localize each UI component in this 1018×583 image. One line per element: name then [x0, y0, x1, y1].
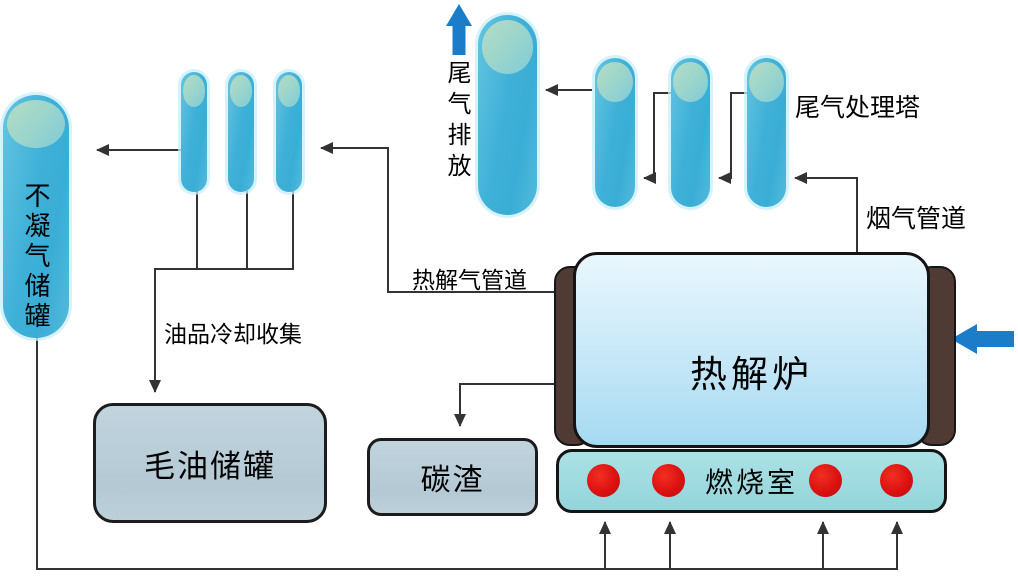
non-condensable-gas-tank — [3, 95, 69, 338]
crude-oil-tank-label: 毛油储罐 — [144, 448, 276, 485]
combustion-chamber-label: 燃烧室 — [704, 466, 798, 499]
furnace-feed-arrow-icon — [951, 324, 1014, 354]
burner-icon — [587, 464, 620, 497]
carbon-residue-label: 碳渣 — [420, 463, 485, 498]
burner-icon — [880, 464, 913, 497]
crude-oil-tank-box: 毛油储罐 — [93, 403, 327, 523]
treatment-column-2 — [671, 58, 710, 207]
burner-icon — [809, 464, 842, 497]
tail-gas-exhaust-label: 尾气排放 — [443, 60, 471, 184]
carbon-residue-box: 碳渣 — [367, 438, 538, 516]
burner-icon — [652, 464, 685, 497]
exhaust-up-arrow-icon — [446, 4, 472, 55]
oil-cooling-collection-label: 油品冷却收集 — [164, 322, 302, 348]
treatment-column-3 — [747, 58, 786, 207]
non-condensable-gas-tank-label: 不凝气储罐 — [20, 182, 50, 332]
treatment-column-1 — [595, 58, 635, 207]
pyrolysis-furnace-label: 热解炉 — [690, 353, 813, 396]
pyrolysis-furnace: 热解炉 — [573, 252, 930, 448]
flue-gas-pipe-label: 烟气管道 — [866, 204, 967, 233]
condenser-column-2 — [228, 72, 254, 192]
condenser-column-1 — [181, 72, 207, 192]
pyrolysis-gas-pipe-label: 热解气管道 — [412, 268, 527, 294]
condenser-column-3 — [276, 72, 302, 192]
tail-gas-treatment-tower-label: 尾气处理塔 — [795, 93, 921, 122]
exhaust-stack — [478, 15, 537, 215]
